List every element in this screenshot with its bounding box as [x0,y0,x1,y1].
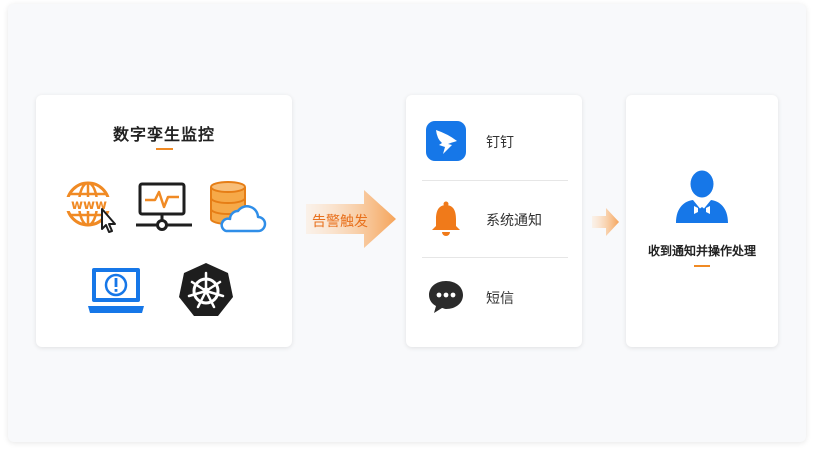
trigger-arrow [306,190,396,248]
digital-twin-monitoring-card: 数字孪生监控 www [36,95,292,347]
channel-label: 系统通知 [486,213,542,229]
alert-trigger-label: 告警触发 [312,214,368,230]
database-cloud-icon [210,181,267,233]
card-title: 数字孪生监控 [112,125,215,144]
laptop-alert-icon [88,268,144,313]
result-label: 收到通知并操作处理 [647,244,756,258]
dingtalk-icon [426,121,466,161]
bell-icon [432,201,460,236]
www-cursor-icon: www [64,181,116,233]
divider [422,180,568,181]
monitor-heartbeat-icon [136,182,192,231]
title-underline [156,148,173,150]
user-operator-icon [676,170,728,223]
handle-notification-card: 收到通知并操作处理 [626,95,778,347]
divider [422,257,568,258]
channel-item-system-notice: 系统通知 [422,181,568,257]
channel-item-dingtalk: 钉钉 [422,103,568,179]
chat-bubble-icon [429,281,463,313]
channel-label: 钉钉 [486,135,514,151]
notification-channels-card: 钉钉 系统通知 短信 [406,95,582,347]
result-underline [694,265,710,267]
channel-item-sms: 短信 [422,259,568,335]
flow-arrow [592,208,619,236]
kubernetes-icon [179,263,233,316]
www-text: www [71,198,107,213]
channel-label: 短信 [486,291,514,307]
